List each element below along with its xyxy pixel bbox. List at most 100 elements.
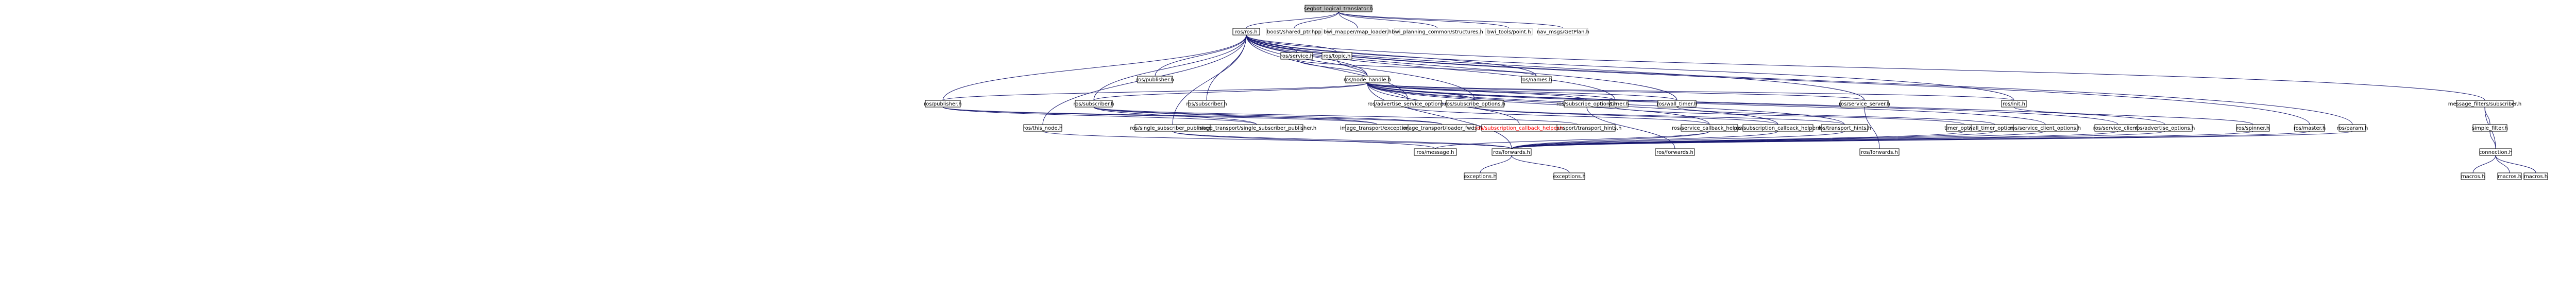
node-ros-spinner-h[interactable]: ros/spinner.h (2236, 124, 2270, 132)
node-ros-advertise-options-h[interactable]: ros/advertise_options.h (2135, 124, 2195, 132)
dependency-edge (1246, 34, 2485, 101)
node-macros-h-2[interactable]: macros.h (2497, 172, 2522, 180)
node-ros-single-subscriber-publisher-h[interactable]: ros/single_subscriber_publisher.h (1130, 124, 1215, 132)
node-ros-subscription-callback-helper-h[interactable]: ros/subscription_callback_helper.h (1475, 124, 1564, 132)
node-ros-subscribe-options-h-2[interactable]: ros/subscribe_options.h (1556, 100, 1617, 108)
node-box (2013, 124, 2078, 132)
dependency-edge (1172, 131, 1512, 149)
node-label: ros/subscriber.h (1073, 101, 1114, 107)
node-label: bwi_mapper/map_loader.h (1324, 29, 1392, 35)
node-label: ros/param.h (2337, 126, 2368, 131)
node-box (1210, 124, 1303, 132)
node-ros-forwards-h[interactable]: ros/forwards.h (1492, 148, 1532, 156)
dependency-edge (1367, 82, 2046, 125)
node-ros-wall-timer-h[interactable]: ros/wall_timer.h (1657, 100, 1698, 108)
node-box (1321, 52, 1352, 60)
node-label: ros/this_node.h (1023, 126, 1062, 131)
node-ros-master-h[interactable]: ros/master.h (2294, 124, 2326, 132)
node-bwi-planning-common-structures-h[interactable]: bwi_planning_common/structures.h (1392, 28, 1483, 36)
node-ros-subscriber-h-2[interactable]: ros/subscriber.h (1186, 100, 1227, 108)
node-box (2236, 124, 2270, 132)
dependency-edge (1093, 34, 1247, 101)
node-box (1327, 28, 1388, 36)
node-boost-shared-ptr-hpp[interactable]: boost/shared_ptr.hpp (1266, 28, 1323, 36)
dependency-edge (1367, 82, 1865, 101)
node-ros-this-node-h[interactable]: ros/this_node.h (1023, 124, 1062, 132)
node-box (1266, 28, 1323, 36)
node-label: image_transport/loader_fwds.h (1402, 126, 1482, 131)
node-segbot-logical-translator-h[interactable]: segbot_logical_translator.h (1304, 5, 1373, 12)
node-ros-node-handle-h[interactable]: ros/node_handle.h (1344, 76, 1391, 83)
node-ros-subscribe-options-h[interactable]: ros/subscribe_options.h (1445, 100, 1505, 108)
dependency-edge (1172, 34, 1247, 125)
node-ros-topic-h[interactable]: ros/topic.h (1321, 52, 1352, 60)
dependency-edge (1296, 59, 1368, 77)
node-ros-message-h[interactable]: ros/message.h (1414, 148, 1457, 156)
node-label: ros/init.h (2003, 101, 2025, 107)
node-ros-subscriber-h[interactable]: ros/subscriber.h (1073, 100, 1114, 108)
node-ros-param-h[interactable]: ros/param.h (2337, 124, 2368, 132)
node-label: simple_filter.h (2472, 126, 2508, 131)
dependency-edge (1093, 107, 1578, 125)
node-ros-names-h[interactable]: ros/names.h (1520, 76, 1552, 83)
node-label: ros/subscriber.h (1186, 101, 1227, 107)
node-bwi-tools-point-h[interactable]: bwi_tools/point.h (1485, 28, 1533, 36)
node-ros-forwards-h-2[interactable]: ros/forwards.h (1655, 148, 1695, 156)
node-ros-advertise-service-options-h[interactable]: ros/advertise_service_options.h (1367, 100, 1449, 108)
dependency-edge (1367, 82, 1512, 149)
node-ros-subscription-callback-helper-h[interactable]: ros/subscription_callback_helper.h (1734, 124, 1822, 132)
node-ros-forwards-h-3[interactable]: ros/forwards.h (1859, 148, 1900, 156)
node-label: ros/forwards.h (1861, 150, 1898, 155)
dependency-edge (2495, 155, 2536, 173)
node-message-filters-subscriber-h[interactable]: message_filters/subscriber.h (2448, 100, 2522, 108)
node-box (1137, 76, 1173, 83)
node-nav-msgs-getplan-h[interactable]: nav_msgs/GetPlan.h (1537, 28, 1589, 36)
node-exceptions-h-2[interactable]: exceptions.h (1553, 172, 1586, 180)
dependency-edge (1246, 34, 2014, 101)
node-box (1414, 148, 1457, 156)
node-label: ros/advertise_service_options.h (1367, 101, 1448, 107)
node-label: ros/node_handle.h (1344, 77, 1391, 83)
dependency-edge (1093, 107, 1257, 125)
node-ros-service-server-h[interactable]: ros/service_server.h (1839, 100, 1890, 108)
node-box (1564, 100, 1610, 108)
node-box (1485, 28, 1533, 36)
node-box (1657, 100, 1697, 108)
dependency-edge (942, 82, 1368, 101)
node-box (1538, 28, 1588, 36)
dependency-edge (1480, 155, 1512, 173)
dependency-edge (1336, 59, 1368, 77)
node-box (2001, 100, 2027, 108)
node-box (1821, 124, 1868, 132)
node-connection-h[interactable]: connection.h (2479, 148, 2513, 156)
node-macros-h-3[interactable]: macros.h (2523, 172, 2548, 180)
node-box (1521, 76, 1552, 83)
node-bwi-mapper-map-loader-h[interactable]: bwi_mapper/map_loader.h (1324, 28, 1392, 36)
node-exceptions-h[interactable]: exceptions.h (1464, 172, 1497, 180)
node-label: segbot_logical_translator.h (1304, 6, 1373, 12)
dependency-edge (1367, 82, 1587, 101)
node-box (2338, 124, 2366, 132)
node-ros-transport-hints-h[interactable]: ros/transport_hints.h (1818, 124, 1871, 132)
node-label: ros/timer.h (1601, 101, 1629, 107)
node-box (2137, 124, 2193, 132)
node-box (1553, 172, 1585, 180)
node-ros-publisher-h[interactable]: ros/publisher.h (924, 100, 962, 108)
node-image-transport-single-subscriber-publisher-h[interactable]: image_transport/single_subscriber_publis… (1197, 124, 1316, 132)
node-label: ros/subscription_callback_helper.h (1475, 126, 1563, 131)
node-box (1023, 124, 1062, 132)
node-label: ros/publisher.h (924, 101, 962, 107)
node-ros-service-callback-helper-h[interactable]: ros/service_callback_helper.h (1672, 124, 1747, 132)
node-simple-filter-h[interactable]: simple_filter.h (2472, 124, 2508, 132)
node-ros-publisher-h-2[interactable]: ros/publisher.h (1136, 76, 1174, 83)
node-ros-ros-h[interactable]: ros/ros.h (1232, 28, 1260, 36)
node-image-transport-loader-fwds-h[interactable]: image_transport/loader_fwds.h (1402, 124, 1482, 132)
node-ros-service-h[interactable]: ros/service.h (1280, 52, 1313, 60)
node-ros-init-h[interactable]: ros/init.h (2001, 100, 2027, 108)
dependency-edge (1367, 82, 1677, 101)
node-ros-service-client-options-h[interactable]: ros/service_client_options.h (2010, 124, 2081, 132)
node-macros-h[interactable]: macros.h (2461, 172, 2485, 180)
dependency-edge (1367, 82, 1409, 101)
dependency-edge (2013, 107, 2253, 125)
